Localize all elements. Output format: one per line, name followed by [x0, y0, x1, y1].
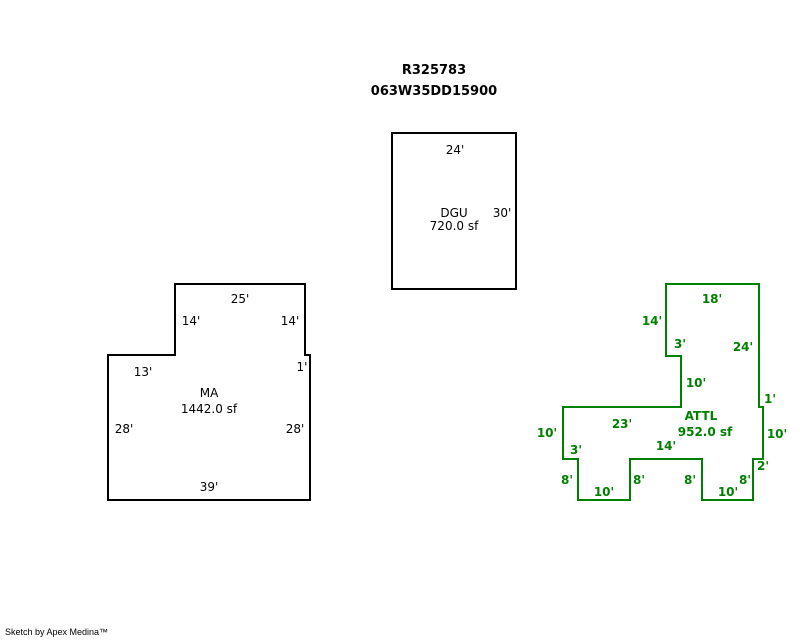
- attl-dim: 10': [686, 376, 706, 390]
- ma-dim: 14': [281, 314, 300, 328]
- parcel-id: R325783: [402, 63, 466, 78]
- dgu-label: DGU: [440, 206, 467, 220]
- attl-dim: 3': [570, 443, 582, 457]
- attl-area: 952.0 sf: [678, 425, 733, 439]
- attl-dim: 14': [656, 439, 676, 453]
- dgu-outline: [391, 132, 517, 290]
- attl-dim: 10': [537, 426, 557, 440]
- dgu-dim-right: 30': [493, 206, 512, 220]
- ma-dim: 28': [115, 422, 134, 436]
- attl-dim: 8': [684, 473, 696, 487]
- ma-dim: 13': [134, 365, 153, 379]
- sketch-credit: Sketch by Apex Medina™: [5, 627, 109, 637]
- ma-dim: 28': [286, 422, 305, 436]
- ma-area: 1442.0 sf: [181, 402, 238, 416]
- attl-dim: 24': [733, 340, 753, 354]
- dgu-area: 720.0 sf: [430, 219, 479, 233]
- ma-outline: [107, 283, 311, 501]
- ma-dim: 14': [182, 314, 201, 328]
- attl-dim: 10': [767, 427, 787, 441]
- attl-label: ATTL: [685, 409, 718, 423]
- attl-dim: 8': [561, 473, 573, 487]
- attl-dim: 1': [764, 392, 776, 406]
- attl-dim: 10': [594, 485, 614, 499]
- attl-dim: 8': [739, 473, 751, 487]
- ma-dim: 1': [297, 360, 308, 374]
- map-number: 063W35DD15900: [371, 84, 497, 99]
- attl-dim: 18': [702, 292, 722, 306]
- dgu-dim-top: 24': [446, 143, 465, 157]
- ma-dim: 25': [231, 292, 250, 306]
- ma-label: MA: [200, 386, 219, 400]
- attl-dim: 23': [612, 417, 632, 431]
- attl-dim: 2': [757, 459, 769, 473]
- attl-dim: 8': [633, 473, 645, 487]
- ma-dim: 39': [200, 480, 219, 494]
- attl-dim: 10': [718, 485, 738, 499]
- attl-dim: 3': [674, 337, 686, 351]
- attl-outline: [562, 283, 764, 501]
- attl-dim: 14': [642, 314, 662, 328]
